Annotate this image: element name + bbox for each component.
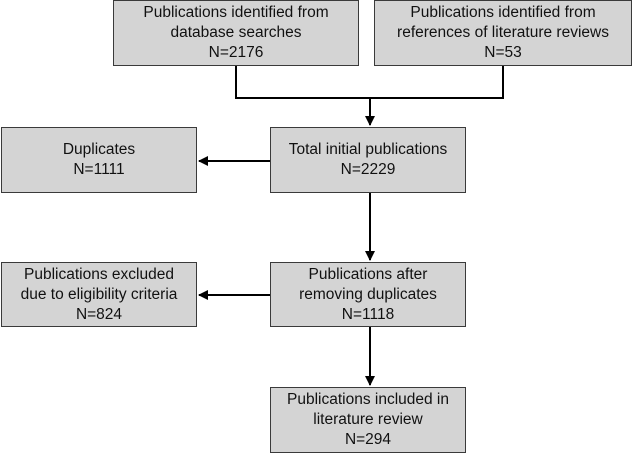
node-literature-references: Publications identified from references … <box>374 0 632 66</box>
node-included-count: N=294 <box>344 431 392 448</box>
node-duplicates-line-1: Duplicates <box>62 141 136 158</box>
node-database-searches-count: N=2176 <box>208 44 264 61</box>
node-included-line-2: literature review <box>313 411 423 428</box>
node-included-line-1: Publications included in <box>287 391 449 408</box>
node-duplicates-count: N=1111 <box>73 161 125 178</box>
node-excluded: Publications excluded due to eligibility… <box>1 262 197 327</box>
node-excluded-line-1: Publications excluded <box>24 265 174 283</box>
node-included: Publications included in literature revi… <box>270 387 466 453</box>
node-after-duplicates-line-2: removing duplicates <box>299 285 437 303</box>
node-database-searches-line-2: database searches <box>170 24 302 41</box>
node-literature-references-line-2: references of literature reviews <box>397 24 609 41</box>
node-excluded-line-2: due to eligibility criteria <box>20 285 178 303</box>
merge-connector <box>235 66 504 99</box>
node-literature-references-count: N=53 <box>484 44 522 61</box>
node-database-searches-line-1: Publications identified from <box>143 4 329 21</box>
node-after-duplicates-count: N=1118 <box>341 305 395 323</box>
node-database-searches: Publications identified from database se… <box>113 0 359 66</box>
node-excluded-count: N=824 <box>75 305 123 323</box>
node-duplicates: Duplicates N=1111 <box>1 127 197 193</box>
node-after-duplicates-line-1: Publications after <box>308 265 428 283</box>
node-after-duplicates: Publications after removing duplicates N… <box>270 262 466 327</box>
node-literature-references-line-1: Publications identified from <box>410 4 596 21</box>
node-total-initial-line-1: Total initial publications <box>288 141 448 158</box>
node-total-initial-count: N=2229 <box>340 161 396 178</box>
node-total-initial: Total initial publications N=2229 <box>270 127 466 193</box>
